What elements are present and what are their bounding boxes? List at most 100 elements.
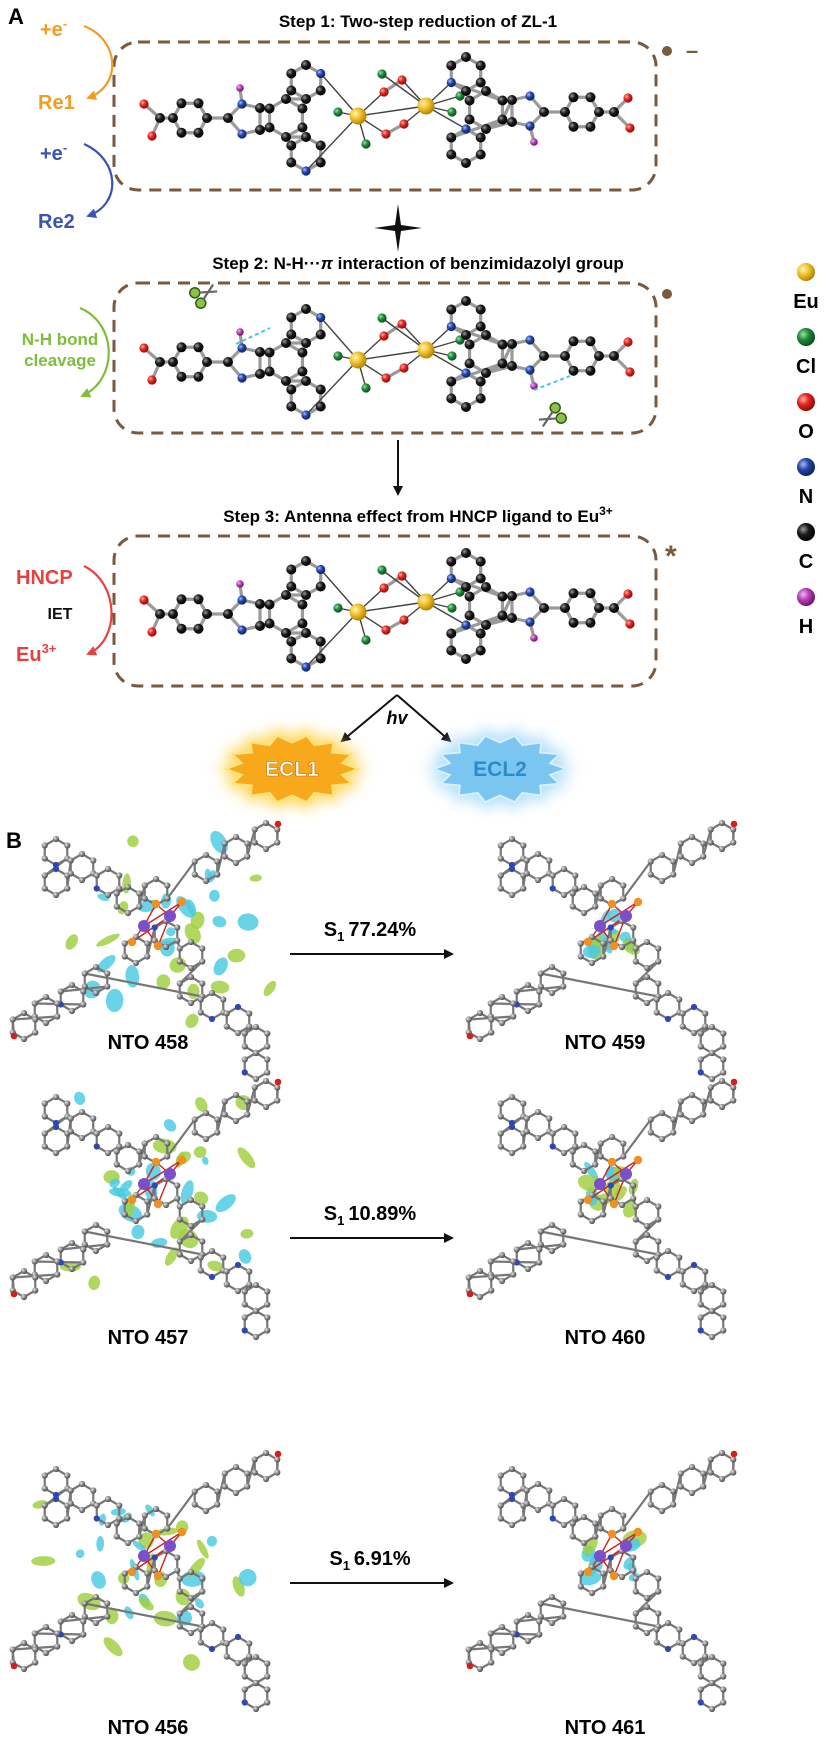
molecule-atom: [525, 587, 535, 597]
nto-atom: [730, 1097, 737, 1104]
nto-atom: [630, 924, 637, 931]
nto-atom: [523, 1128, 530, 1135]
molecule-atom: [377, 69, 387, 79]
nto-atom: [92, 1619, 100, 1627]
molecule-atom: [255, 103, 265, 113]
nto-atom: [643, 1594, 651, 1602]
nto-atom: [708, 1679, 716, 1687]
nto-bond: [138, 884, 146, 908]
molecule-atom: [315, 636, 326, 647]
molecule-atom: [315, 157, 326, 168]
re2-arrow: [83, 142, 114, 219]
nto-bond: [622, 860, 652, 900]
molecule-atom: [461, 86, 471, 96]
nto-atom: [262, 845, 270, 853]
nto-atom: [214, 1488, 221, 1495]
nto-atom: [187, 1629, 195, 1637]
nto-atom: [643, 1196, 651, 1204]
hv-arrow-right: [396, 694, 452, 743]
nto-atom: [124, 1513, 132, 1521]
nto-eu-bound-o: [607, 899, 617, 909]
molecule-atom: [497, 339, 508, 350]
nto-atom: [187, 1231, 195, 1239]
nto-atom: [632, 980, 639, 987]
nto-atom: [208, 1273, 216, 1281]
molecule-atom: [507, 339, 517, 349]
molecule-atom: [446, 393, 457, 404]
nto-bond: [178, 1590, 204, 1615]
nto-atom: [141, 882, 148, 889]
orbital-lobe: [215, 1194, 236, 1213]
nto-bond: [83, 972, 204, 998]
legend-o-label: O: [798, 421, 814, 443]
nto-atom: [162, 1201, 170, 1209]
molecule-atom: [139, 595, 149, 605]
nto-atom: [124, 1167, 132, 1175]
nto-atom: [162, 943, 170, 951]
nto-atom: [618, 1201, 626, 1209]
orbital-lobe: [238, 1569, 257, 1587]
nto-atom: [197, 996, 204, 1003]
nto-atom: [488, 1287, 495, 1294]
nto-atom: [116, 1130, 123, 1137]
nto-atom: [232, 833, 240, 841]
molecule-atom: [475, 645, 486, 656]
nto-bond: [138, 1514, 146, 1538]
nto-atom: [688, 1489, 696, 1497]
nto-atom: [707, 1456, 714, 1463]
molecule-atom: [464, 95, 475, 106]
molecule-atom: [377, 565, 387, 575]
nto-atom: [608, 875, 616, 883]
nto-atom: [498, 1623, 506, 1631]
nto-atom: [647, 1116, 654, 1123]
nto-atom: [116, 1515, 123, 1522]
molecule-atom: [623, 589, 633, 599]
nto-atom: [274, 1450, 282, 1458]
nto-atom: [632, 1216, 639, 1223]
orbital-lobe: [132, 1540, 147, 1552]
nto-atom: [138, 1550, 150, 1562]
molecule-atom: [264, 618, 275, 629]
molecule-atom: [609, 603, 619, 613]
nto-eu-bound-o: [607, 1157, 617, 1167]
nto-atom: [152, 875, 160, 883]
nto-atom: [251, 1097, 258, 1104]
nto-atom: [214, 871, 221, 878]
molecule-atom: [236, 328, 244, 336]
nto-atom: [191, 1501, 198, 1508]
nto-atom: [92, 1593, 100, 1601]
nto-bond: [702, 1086, 712, 1116]
molecule-atom: [481, 582, 491, 592]
nto-bond: [143, 1531, 183, 1557]
nto-atom: [653, 1639, 660, 1646]
molecule-atom: [193, 127, 204, 138]
nto-eu-bound-o: [151, 1157, 161, 1167]
nto-atom: [560, 891, 568, 899]
nto-atom: [580, 1513, 588, 1521]
nto-atom: [569, 1533, 576, 1540]
nto-atom: [136, 1161, 143, 1168]
nto-atom: [264, 1327, 271, 1334]
nto-atom: [92, 963, 100, 971]
molecule-atom: [447, 603, 457, 613]
orbital-lobe: [206, 1535, 218, 1547]
nto-atom: [730, 839, 737, 846]
nto-atom: [658, 1507, 666, 1515]
nto-atom: [708, 1653, 716, 1661]
molecule-atom: [568, 617, 579, 628]
nto-atom: [92, 1247, 100, 1255]
nto-atom: [252, 1049, 260, 1057]
molecule-atom: [176, 623, 187, 634]
nto-atom: [176, 980, 183, 987]
nto-atom: [497, 1130, 504, 1137]
nto-atom: [202, 1135, 210, 1143]
nto-atom: [700, 853, 707, 860]
orbital-lobe: [238, 1249, 252, 1264]
nto-atom: [707, 839, 714, 846]
nto-atom: [208, 1247, 216, 1255]
nto-atom: [202, 851, 210, 859]
nto-atom: [537, 1613, 544, 1620]
molecule-atom: [475, 376, 486, 387]
molecule-atom: [475, 77, 486, 88]
molecule-atom: [297, 103, 308, 114]
